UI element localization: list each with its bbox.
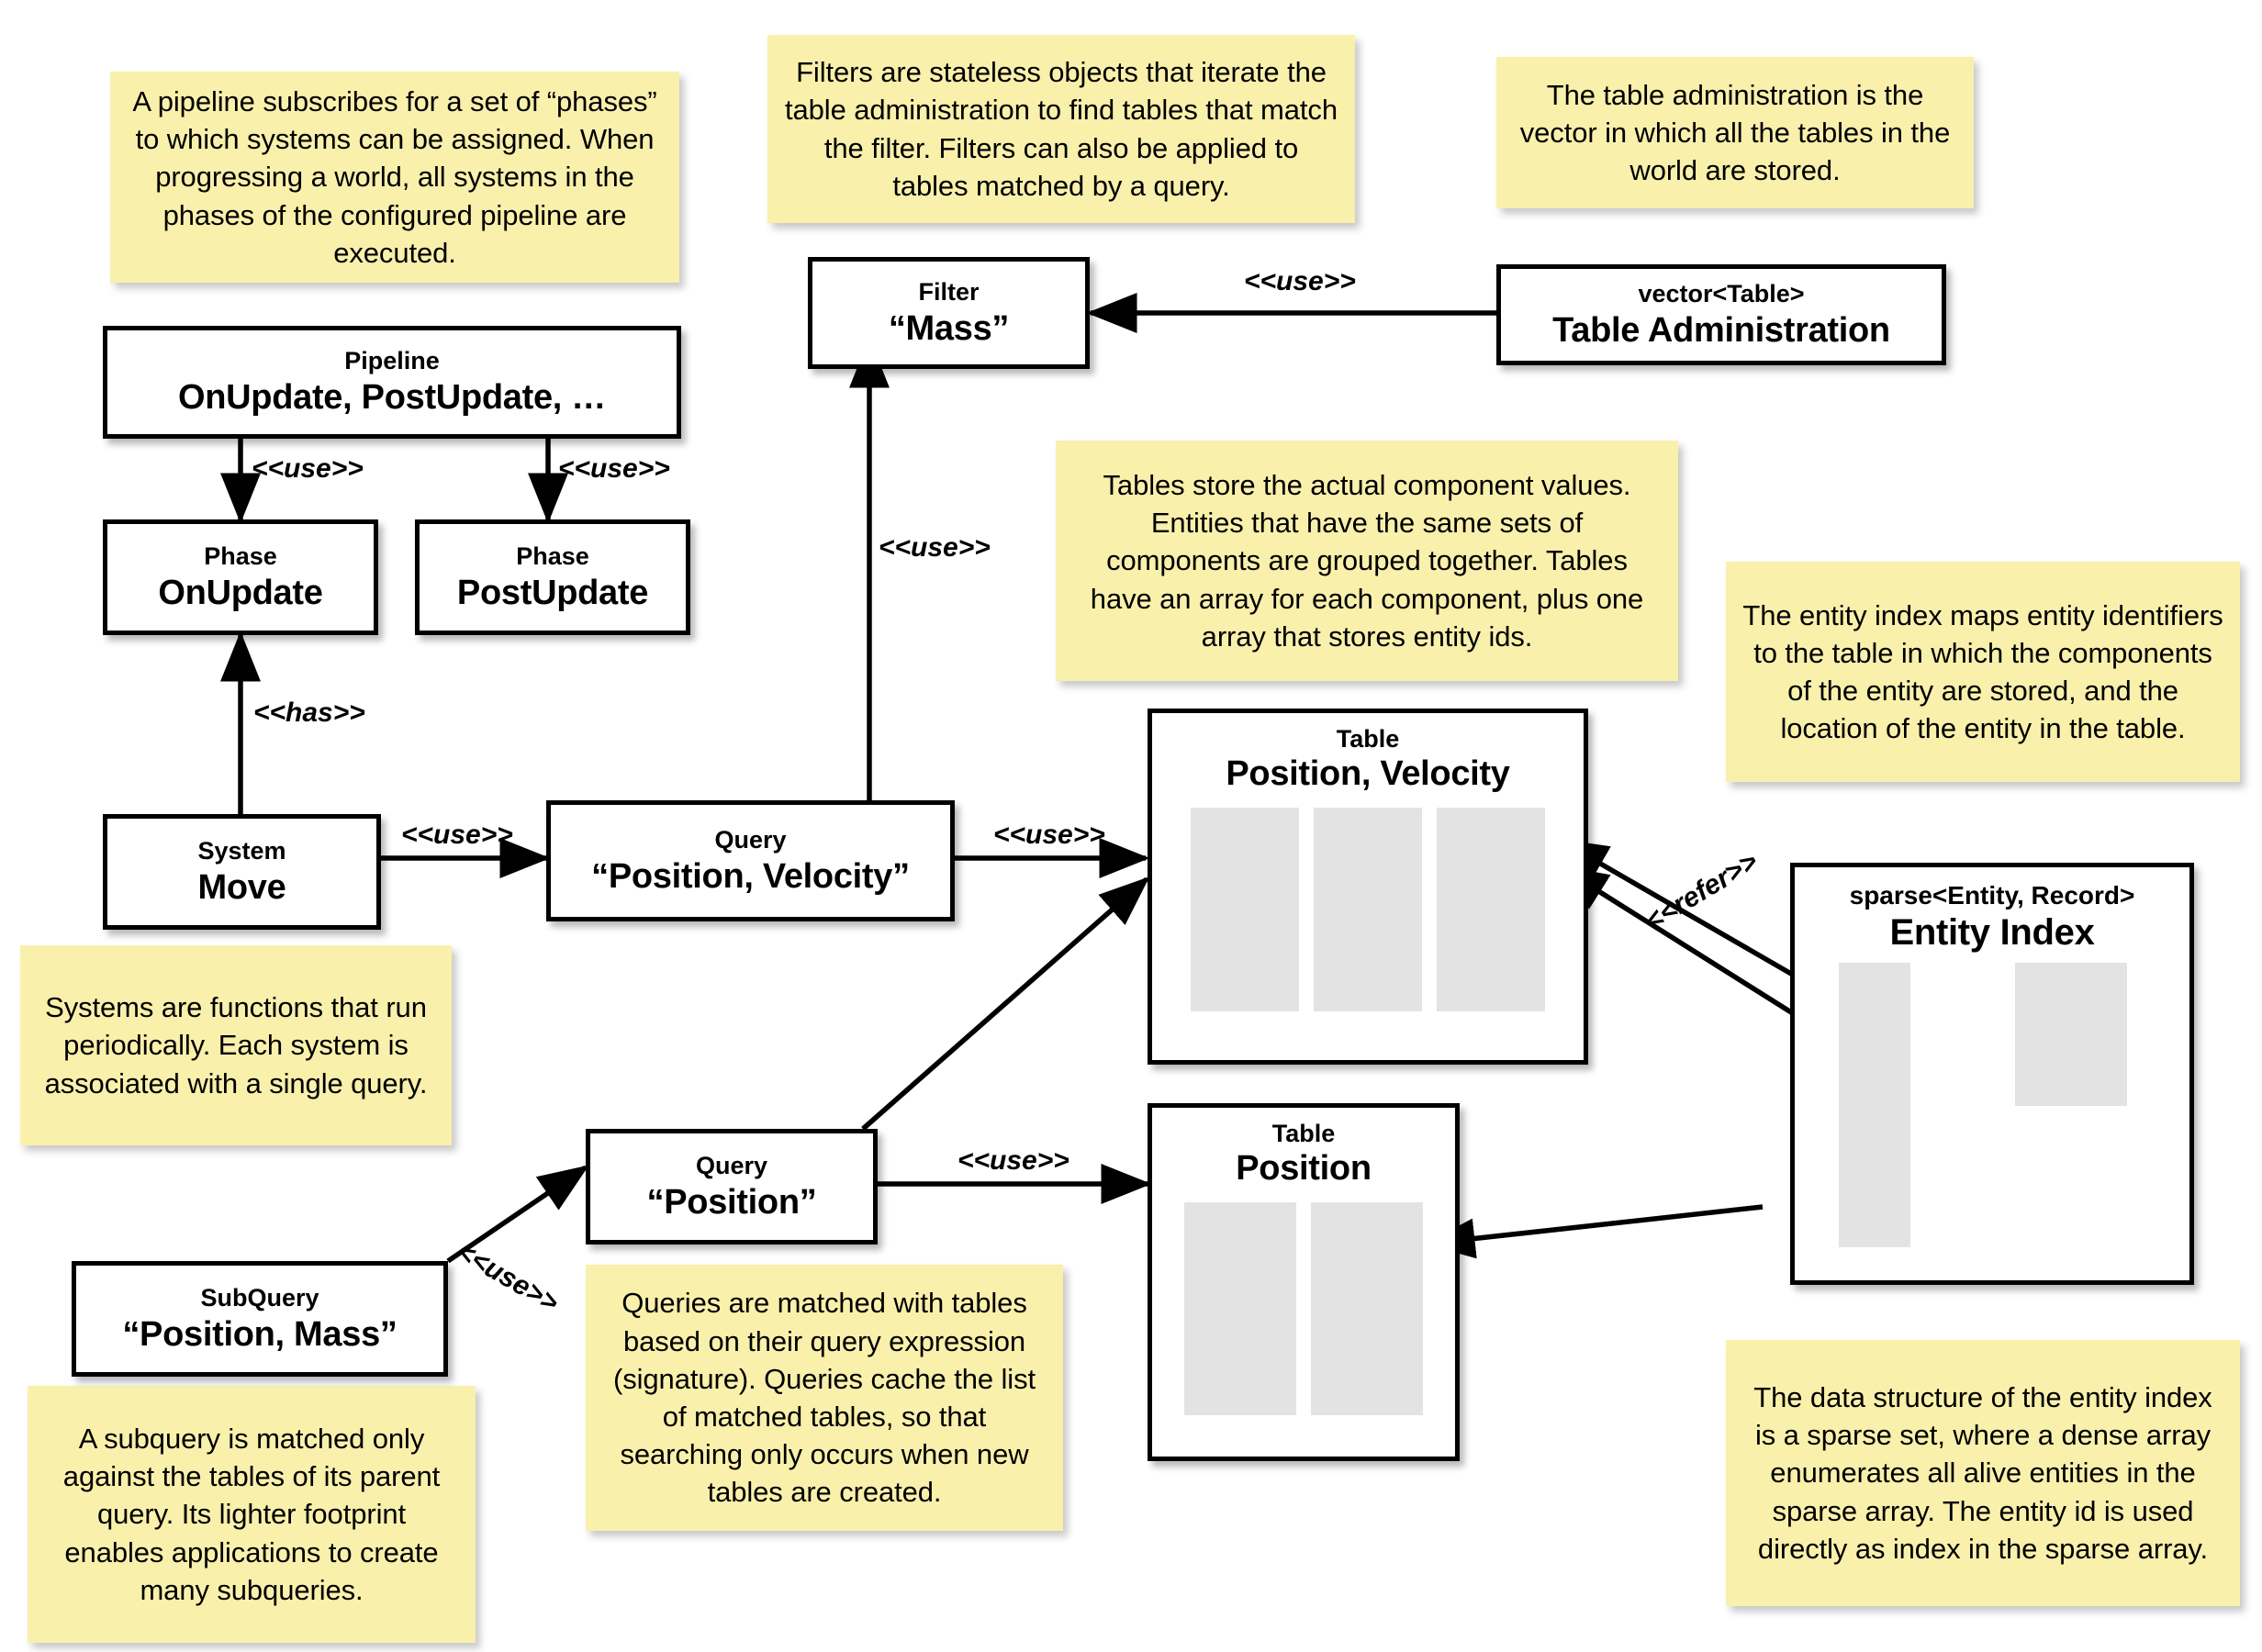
- table-column-group: [1191, 808, 1545, 1012]
- edge-label-pipeline-to-phase-onupdate: <<use>>: [252, 453, 364, 484]
- edge-label-system-to-query-pv: <<use>>: [401, 820, 513, 850]
- class-box-query-position-name: “Position”: [646, 1182, 817, 1222]
- table-column-bar: [1191, 808, 1299, 1012]
- class-box-query-position-velocity-kind: Query: [714, 825, 787, 854]
- table-column-bar: [1184, 1202, 1296, 1416]
- entity-index-name: Entity Index: [1889, 911, 2095, 953]
- edge-label-query-pv-to-filter: <<use>>: [879, 532, 991, 563]
- table-box-position[interactable]: Table Position: [1148, 1103, 1460, 1461]
- table-box-position-velocity[interactable]: Table Position, Velocity: [1148, 709, 1588, 1065]
- table-box-position-name: Position: [1236, 1148, 1372, 1188]
- table-box-position-velocity-name: Position, Velocity: [1226, 753, 1510, 793]
- class-box-query-position[interactable]: Query “Position”: [586, 1129, 878, 1245]
- note-sparse-set: The data structure of the entity index i…: [1726, 1340, 2240, 1606]
- class-box-system-move-name: Move: [197, 867, 286, 907]
- edge-label-table-admin-to-filter: <<use>>: [1244, 266, 1356, 296]
- note-subquery: A subquery is matched only against the t…: [28, 1386, 476, 1643]
- table-box-position-velocity-kind: Table: [1336, 725, 1400, 753]
- class-box-filter-mass-name: “Mass”: [888, 308, 1010, 348]
- class-box-filter-mass[interactable]: Filter “Mass”: [808, 257, 1090, 369]
- table-column-bar: [1437, 808, 1545, 1012]
- class-box-subquery-position-mass[interactable]: SubQuery “Position, Mass”: [72, 1261, 448, 1377]
- edge-label-query-pv-to-table-pv: <<use>>: [993, 820, 1105, 850]
- note-systems: Systems are functions that run periodica…: [20, 945, 452, 1145]
- note-entity-index: The entity index maps entity identifiers…: [1726, 562, 2240, 782]
- class-box-phase-postupdate[interactable]: Phase PostUpdate: [415, 519, 690, 635]
- entity-index-sparse-array-bar: [2015, 963, 2127, 1106]
- table-column-bar: [1311, 1202, 1423, 1416]
- class-box-system-move-kind: System: [197, 836, 286, 865]
- edge-entity-index-to-table-p: [1424, 1204, 1764, 1259]
- class-box-table-administration[interactable]: vector<Table> Table Administration: [1496, 264, 1946, 365]
- class-box-filter-mass-kind: Filter: [918, 277, 980, 306]
- edge-label-entity-index-to-table-pv: <<refer>>: [1640, 845, 1764, 937]
- note-table-admin: The table administration is the vector i…: [1496, 57, 1974, 208]
- table-column-group: [1184, 1202, 1423, 1416]
- class-box-pipeline-name: OnUpdate, PostUpdate, …: [177, 378, 607, 418]
- class-box-query-position-velocity-name: “Position, Velocity”: [591, 856, 910, 896]
- class-box-pipeline-kind: Pipeline: [344, 347, 440, 375]
- class-box-phase-postupdate-name: PostUpdate: [456, 573, 649, 612]
- table-column-bar: [1314, 808, 1422, 1012]
- class-box-phase-onupdate-name: OnUpdate: [158, 573, 323, 612]
- class-box-query-position-velocity[interactable]: Query “Position, Velocity”: [546, 800, 955, 921]
- note-pipeline: A pipeline subscribes for a set of “phas…: [110, 72, 679, 283]
- edge-label-subquery-to-query-p: <<use>>: [452, 1236, 564, 1319]
- note-queries: Queries are matched with tables based on…: [586, 1265, 1063, 1531]
- class-box-phase-onupdate[interactable]: Phase OnUpdate: [103, 519, 378, 635]
- class-box-subquery-position-mass-name: “Position, Mass”: [122, 1314, 398, 1354]
- class-box-phase-postupdate-kind: Phase: [516, 541, 589, 570]
- note-filter: Filters are stateless objects that itera…: [767, 35, 1355, 223]
- entity-index-box[interactable]: sparse<Entity, Record> Entity Index: [1790, 863, 2194, 1285]
- entity-index-kind: sparse<Entity, Record>: [1849, 881, 2135, 910]
- note-tables: Tables store the actual component values…: [1056, 441, 1678, 681]
- class-box-pipeline[interactable]: Pipeline OnUpdate, PostUpdate, …: [103, 326, 681, 439]
- class-box-table-administration-name: Table Administration: [1552, 310, 1890, 350]
- edge-label-query-p-to-table-p: <<use>>: [957, 1145, 1069, 1176]
- edge-label-system-to-phase-onupdate: <<has>>: [253, 698, 365, 728]
- class-box-phase-onupdate-kind: Phase: [204, 541, 277, 570]
- class-box-subquery-position-mass-kind: SubQuery: [200, 1283, 319, 1312]
- class-box-system-move[interactable]: System Move: [103, 814, 381, 930]
- edge-label-pipeline-to-phase-postupdate: <<use>>: [558, 453, 670, 484]
- class-box-query-position-kind: Query: [695, 1151, 768, 1179]
- table-box-position-kind: Table: [1271, 1120, 1336, 1147]
- class-box-table-administration-kind: vector<Table>: [1638, 279, 1805, 307]
- entity-index-dense-array-bar: [1839, 963, 1910, 1247]
